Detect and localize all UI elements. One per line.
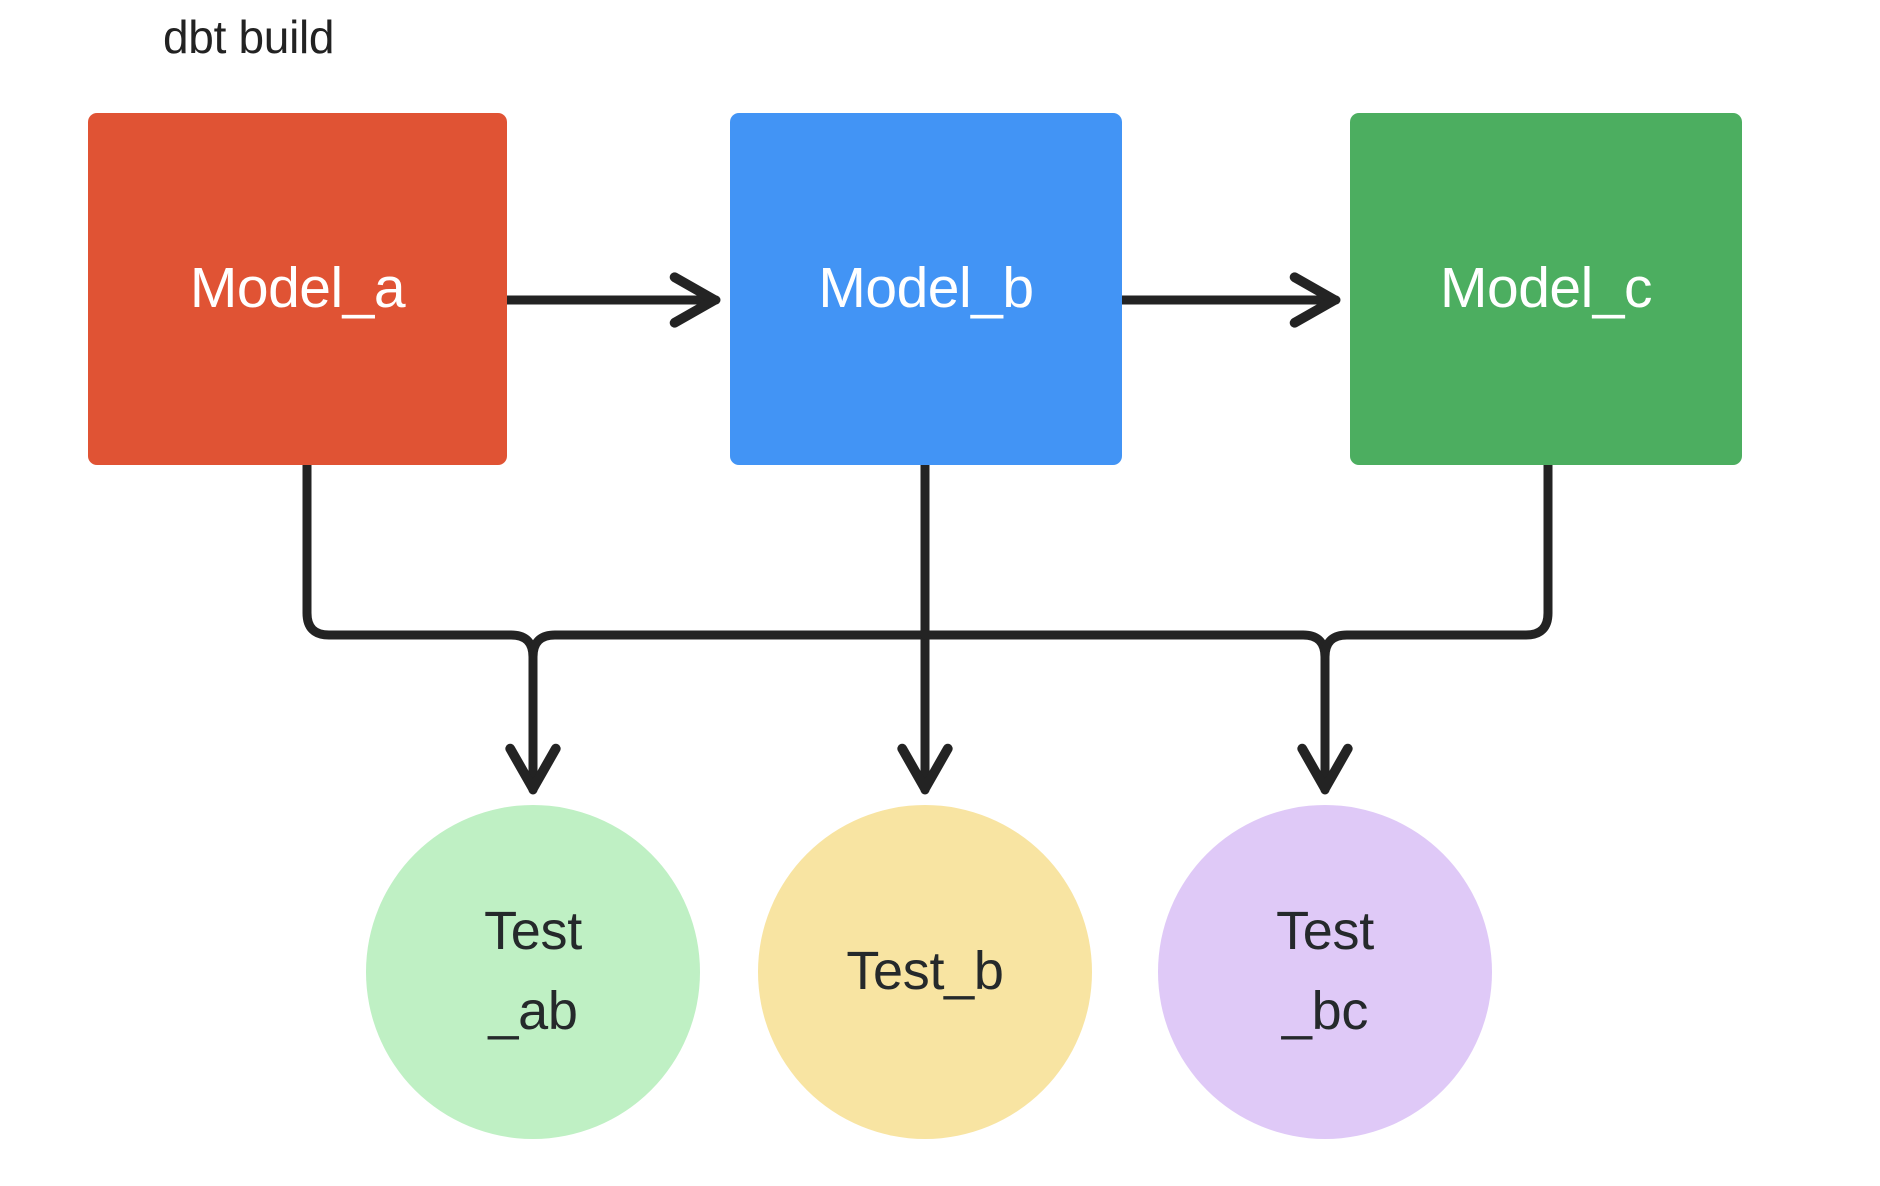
edge-model-c-to-test-bc — [1320, 460, 1553, 662]
model-node-label: Model_a — [189, 256, 406, 321]
diagram-title: dbt build — [163, 11, 335, 63]
model-node-model-c[interactable]: Model_c — [1350, 113, 1742, 465]
test-node-label: Test _ab — [484, 901, 582, 1041]
model-node-model-a[interactable]: Model_a — [88, 113, 507, 465]
model-node-label: Model_b — [818, 256, 1034, 321]
edge-model-b-to-test-ab — [528, 630, 930, 662]
test-node-label: Test _bc — [1276, 901, 1374, 1041]
test-node-label: Test_b — [846, 941, 1004, 1002]
model-node-label: Model_c — [1440, 256, 1652, 321]
test-node-test-ab[interactable]: Test _ab — [366, 805, 700, 1139]
test-node-test-b[interactable]: Test_b — [758, 805, 1092, 1139]
edge-model-a-to-test-ab — [302, 460, 561, 795]
edge-model-b-to-test-bc — [920, 630, 1353, 795]
model-node-model-b[interactable]: Model_b — [730, 113, 1122, 465]
test-node-test-bc[interactable]: Test _bc — [1158, 805, 1492, 1139]
